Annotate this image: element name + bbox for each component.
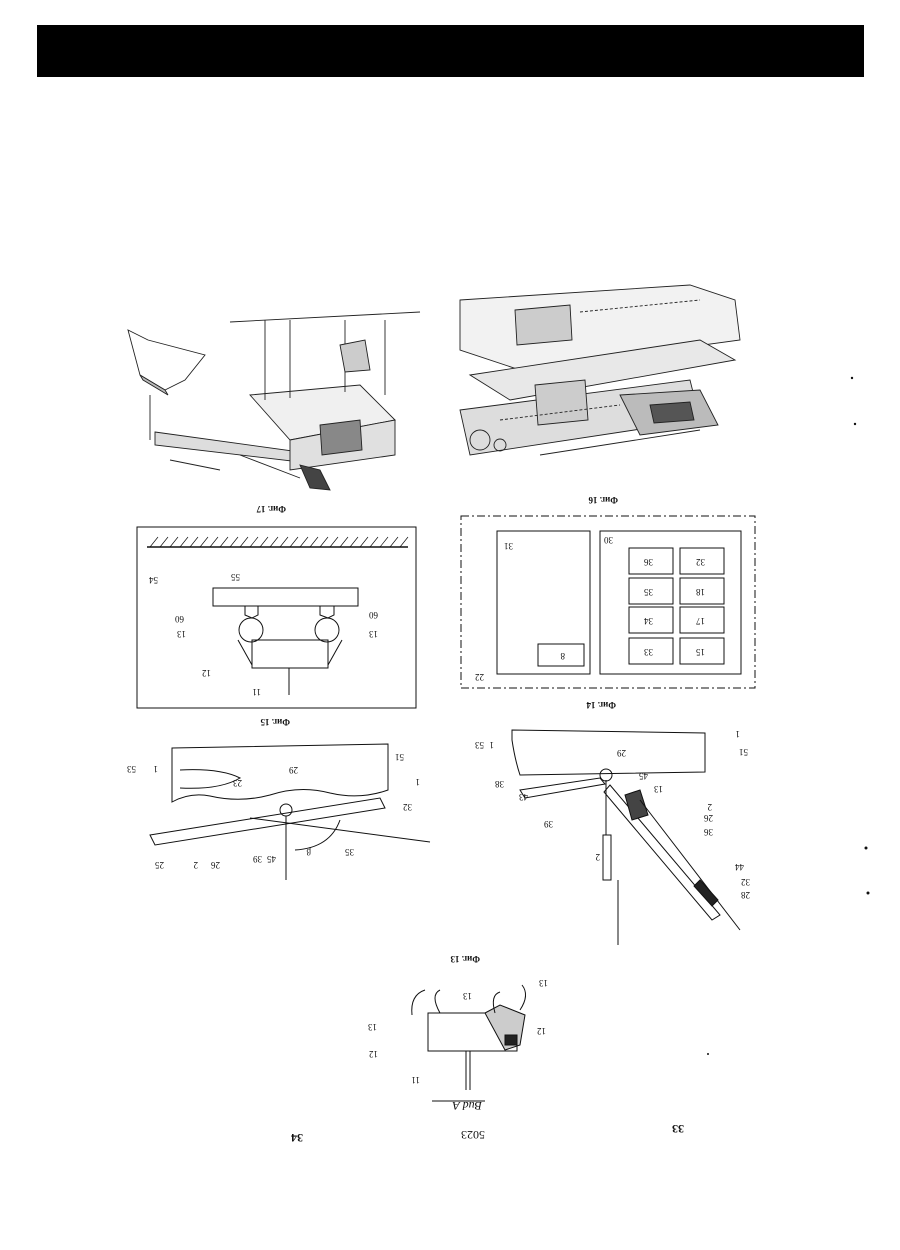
lr-label-26: 26 [704,813,714,823]
lr-label-2a: 2 [596,852,601,862]
fig13-label-12a: 12 [369,1049,378,1059]
lr-label-32: 32 [741,877,750,887]
fig14-cell-32: 32 [696,557,705,567]
fig13-label-13c: 13 [539,978,549,988]
ll-label-2: 2 [194,860,199,870]
fig-lower-right-labels: 1 1 51 53 29 45 13 38 43 39 2 36 26 44 3… [475,729,751,900]
ll-label-35: 35 [345,847,355,857]
figure-17 [128,312,420,490]
fig13-label-13a: 13 [368,1022,378,1032]
speck [851,377,853,379]
lr-label-13: 13 [654,784,664,794]
lr-label-43: 43 [519,792,529,802]
page-number-right: 34 [291,1131,303,1145]
speck [867,892,870,895]
fig14-caption: Фиг. 14 [586,700,616,710]
fig13-caption: Фиг. 13 [450,954,480,964]
lr-label-44: 44 [735,862,745,872]
lr-label-28: 28 [741,890,751,900]
fig17-caption: Фиг. 17 [256,504,286,514]
fig14-left-box-label: 30 [604,535,614,545]
speck [865,847,868,850]
fig15-labels: 11 12 13 13 60 60 55 54 [149,572,379,697]
fig14-cell-8: 8 [560,651,565,661]
ll-label-25: 25 [155,860,165,870]
fig15-label-54: 54 [149,575,159,585]
lr-label-29: 29 [617,748,627,758]
lr-label-1b: 1 [736,729,741,739]
ll-label-23: 23 [233,778,243,788]
fig15-label-60b: 60 [369,610,379,620]
fig13-label-13b: 13 [463,991,473,1001]
fig15-caption: Фиг. 15 [260,717,290,727]
page-number-left: 33 [672,1122,684,1136]
ll-label-29: 29 [289,765,299,775]
lr-label-39: 39 [544,819,554,829]
fig14-cell-15: 15 [696,647,706,657]
lr-label-1a: 1 [490,740,495,750]
fig15-label-13a: 13 [177,629,187,639]
fig13-label-11: 11 [411,1075,420,1085]
lr-label-38: 38 [495,779,505,789]
ll-label-53: 53 [127,764,137,774]
lr-label-36: 36 [704,827,714,837]
fig14-outer-label: 22 [475,672,484,682]
ll-label-39: 39 [253,854,263,864]
fig14-cell-34: 34 [644,616,654,626]
figure-16 [460,285,740,455]
fig14-cell-18: 18 [696,587,706,597]
lr-label-51: 51 [739,747,748,757]
fig15-label-12: 12 [202,668,211,678]
fig15-label-11: 11 [252,687,261,697]
fig13-label-12b: 12 [537,1026,546,1036]
fig15-label-60a: 60 [175,614,185,624]
ll-label-beta: β [306,847,311,857]
ll-label-1a: 1 [154,764,159,774]
fig15-label-55: 55 [231,572,241,582]
fig-lower-left-labels: 1 1 2 25 26 23 29 45 39 32 35 53 51 β [127,752,421,870]
ll-label-1b: 1 [416,777,421,787]
ll-label-51: 51 [395,752,404,762]
fig15-label-13b: 13 [369,629,379,639]
speck [707,1053,709,1055]
figure-lower-left [150,744,430,880]
ll-label-26: 26 [211,860,221,870]
fig14-cell-36: 36 [644,557,654,567]
fig14-cell-17: 17 [696,616,706,626]
ll-label-32: 32 [403,802,412,812]
fig16-caption: Фиг. 16 [588,495,618,505]
speck [854,423,856,425]
fig14-right-box-label: 31 [504,541,513,551]
fig14-cell-33: 33 [644,647,654,657]
page-number-center: 5023 [461,1128,485,1142]
fig14-cell-35: 35 [644,587,654,597]
ll-label-45: 45 [267,854,277,864]
lr-label-45: 45 [639,771,649,781]
lr-label-53: 53 [475,740,485,750]
lr-label-2b: 2 [708,802,713,812]
